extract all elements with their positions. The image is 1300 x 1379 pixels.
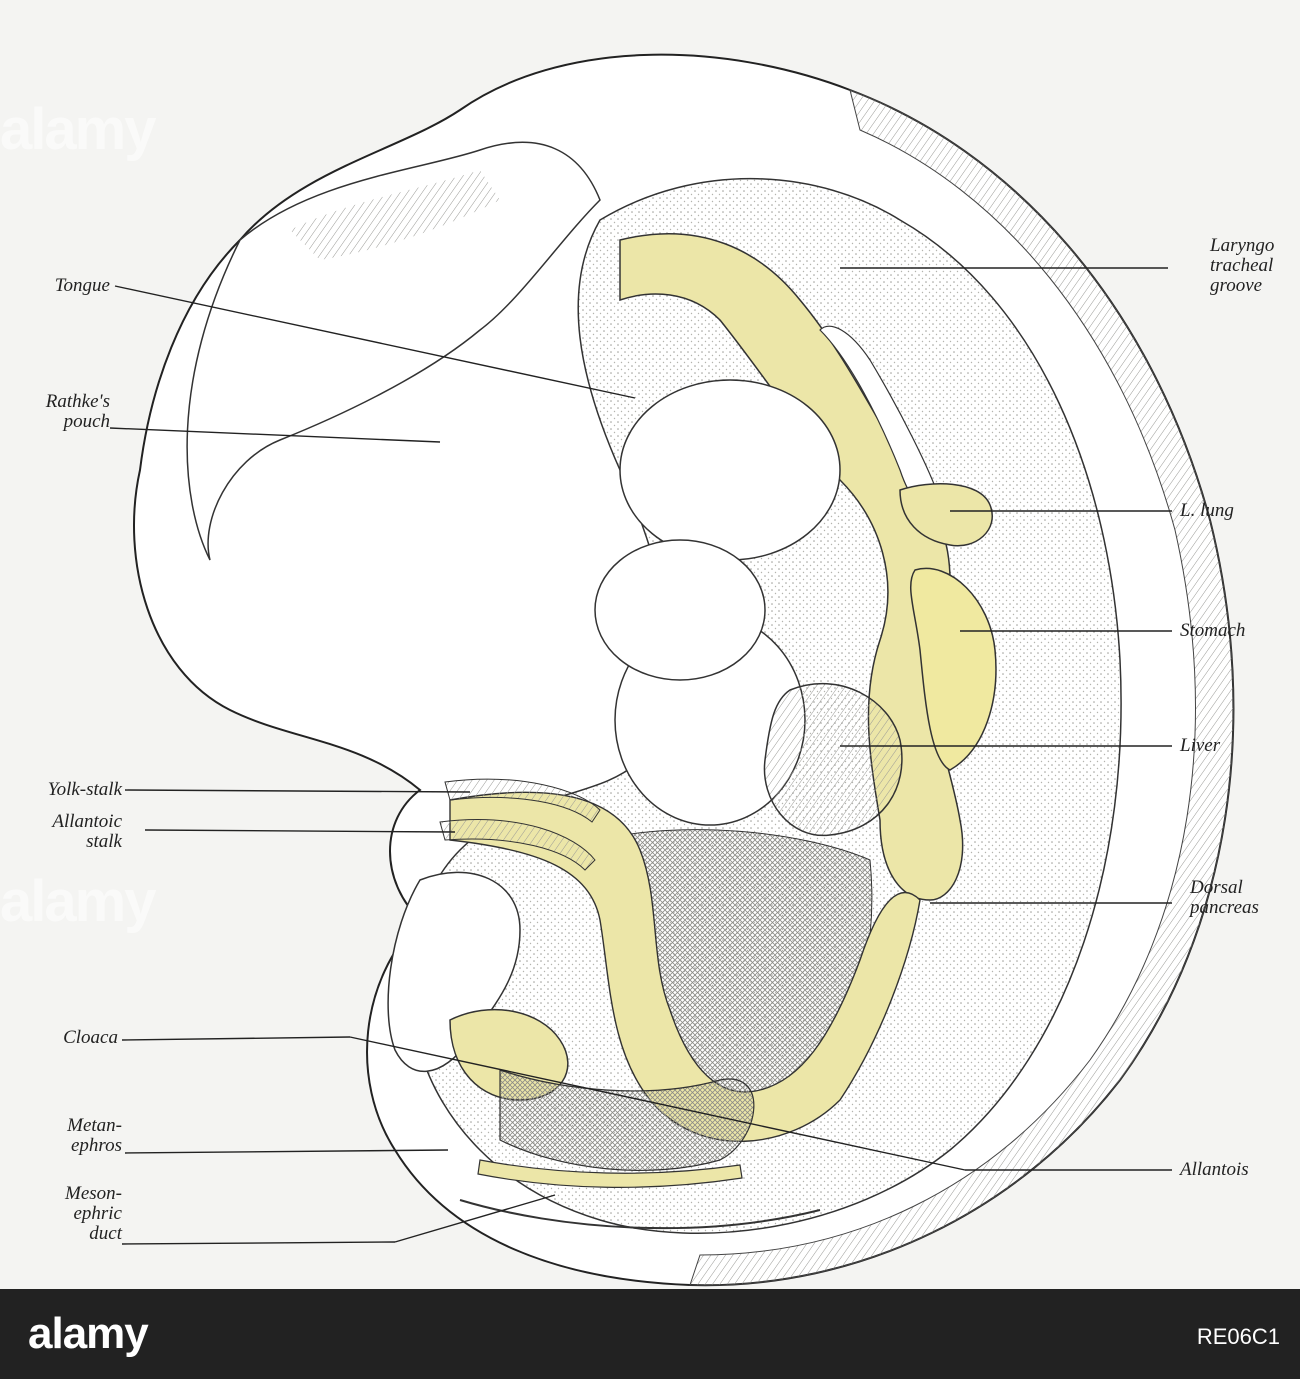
label-metanephros-line2: ephros xyxy=(70,1135,122,1156)
leader-lines-right xyxy=(840,267,1172,1171)
label-allantoic-stalk: Allantoic stalk xyxy=(0,812,122,852)
label-dorsal-pancreas-line2: pancreas xyxy=(1190,897,1259,918)
label-rathkes-pouch-line2: pouch xyxy=(63,411,110,432)
lung-bud xyxy=(899,483,993,547)
label-laryngotracheal-line1: Laryngo xyxy=(1210,235,1275,256)
stomach-wall xyxy=(909,567,997,771)
label-liver: Liver xyxy=(1180,735,1221,756)
label-laryngotracheal-groove: Laryngo tracheal groove xyxy=(1210,236,1300,296)
leader-lines-left xyxy=(109,285,966,1245)
label-mesonephric-duct: Meson- ephric duct xyxy=(0,1184,122,1244)
label-allantoic-stalk-line1: Allantoic xyxy=(52,811,122,832)
label-mesonephric-duct-line3: duct xyxy=(89,1223,122,1244)
dorsal-rim-hatching xyxy=(689,89,1234,1286)
label-mesonephric-duct-line2: ephric xyxy=(73,1203,122,1224)
label-laryngotracheal-line3: groove xyxy=(1210,275,1263,296)
label-rathkes-pouch-line1: Rathke's xyxy=(45,391,110,412)
label-metanephros-line1: Metan- xyxy=(67,1115,122,1136)
label-cloaca: Cloaca xyxy=(63,1027,118,1048)
heart-ventricle xyxy=(619,379,841,561)
heart-bulb xyxy=(594,539,766,681)
stock-image-id: RE06C1 xyxy=(1196,1324,1280,1349)
label-dorsal-pancreas: Dorsal pancreas xyxy=(1190,878,1300,918)
yolk-stalk-band xyxy=(444,778,601,823)
label-mesonephric-duct-line1: Meson- xyxy=(65,1183,122,1204)
label-tongue: Tongue xyxy=(54,275,110,296)
label-stomach: Stomach xyxy=(1180,620,1246,641)
label-laryngotracheal-line2: tracheal xyxy=(1210,255,1274,276)
hindgut xyxy=(499,1069,755,1171)
stock-footer-bar: alamy RE06C1 xyxy=(0,1289,1300,1379)
watermark-logo-middle: alamy xyxy=(0,869,156,934)
label-dorsal-pancreas-line1: Dorsal xyxy=(1190,877,1243,898)
watermark-logo-top: alamy xyxy=(0,97,156,162)
allantoic-stalk-band xyxy=(439,819,596,871)
label-lung: L. lung xyxy=(1180,500,1234,521)
allantois-tube xyxy=(477,1159,743,1188)
label-yolk-stalk: Yolk-stalk xyxy=(47,779,122,800)
head-region xyxy=(186,141,601,561)
label-metanephros: Metan- ephros xyxy=(0,1116,122,1156)
brain-hatching xyxy=(290,170,500,260)
label-rathkes-pouch: Rathke's pouch xyxy=(10,392,110,432)
embryo-sagittal-illustration xyxy=(109,53,1235,1287)
label-allantois: Allantois xyxy=(1180,1159,1249,1180)
stock-logo: alamy xyxy=(28,1309,149,1358)
label-allantoic-stalk-line2: stalk xyxy=(86,831,122,852)
liver-mass xyxy=(763,682,903,837)
